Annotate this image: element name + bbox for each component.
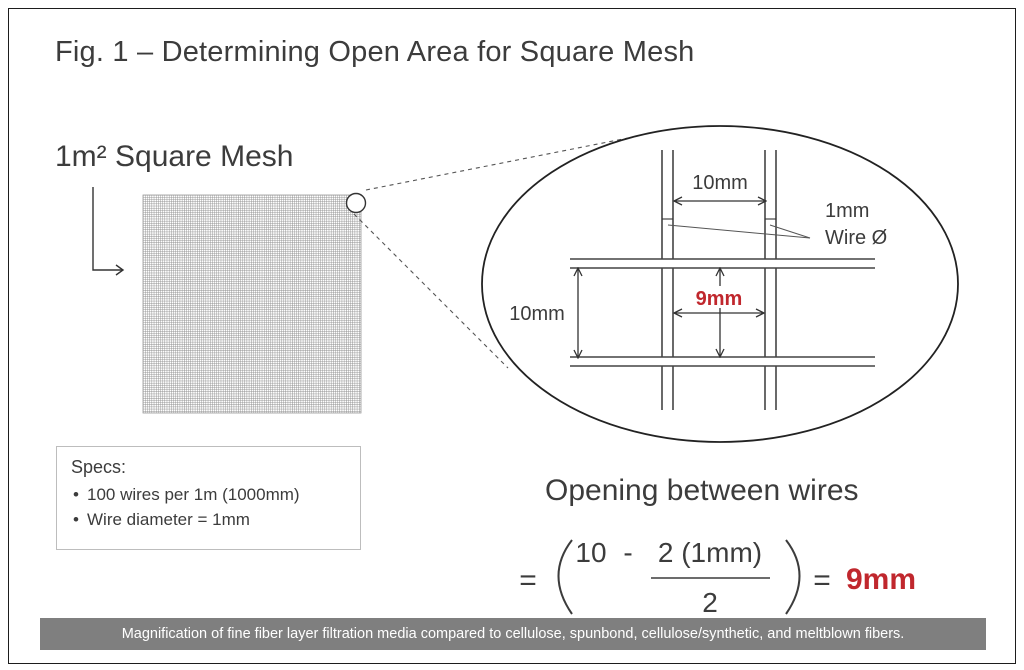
specs-box: Specs: 100 wires per 1m (1000mm) Wire di… xyxy=(56,446,361,550)
formula-paren-left xyxy=(557,539,573,615)
opening-label-bg xyxy=(688,286,750,308)
figure-caption: Magnification of fine fiber layer filtra… xyxy=(40,618,986,650)
horizontal-wire-bottom xyxy=(570,356,875,367)
formula-equals-right: = xyxy=(813,564,831,597)
top-dimension-label: 10mm xyxy=(692,172,748,194)
formula-equals-left: = xyxy=(519,564,537,597)
formula-denominator: 2 xyxy=(702,587,718,618)
figure-title: Fig. 1 – Determining Open Area for Squar… xyxy=(55,36,695,68)
side-dimension-label: 10mm xyxy=(509,303,565,325)
square-mesh xyxy=(142,194,362,414)
wire-leader-left xyxy=(667,224,811,239)
wire-label-diameter: Wire Ø xyxy=(825,227,887,249)
specs-title: Specs: xyxy=(71,457,127,477)
formula-result: 9mm xyxy=(846,563,916,596)
elbow-arrow xyxy=(92,187,122,271)
formula-numerator-a: 10 xyxy=(575,537,606,568)
wire-label-size: 1mm xyxy=(825,200,869,222)
elbow-arrow-head xyxy=(115,264,125,276)
formula-numerator-b: 2 (1mm) xyxy=(658,537,762,568)
horizontal-wire-top xyxy=(570,258,875,269)
magnifier-circle xyxy=(345,192,367,214)
specs-item: Wire diameter = 1mm xyxy=(73,507,346,532)
formula-paren-right xyxy=(785,539,801,615)
opening-heading: Opening between wires xyxy=(545,474,859,507)
specs-item: 100 wires per 1m (1000mm) xyxy=(73,482,346,507)
mesh-label: 1m² Square Mesh xyxy=(55,140,294,173)
formula-minus: - xyxy=(623,537,632,568)
wire-leader-right xyxy=(769,224,811,239)
specs-list: 100 wires per 1m (1000mm) Wire diameter … xyxy=(71,482,346,532)
opening-label: 9mm xyxy=(696,288,743,310)
